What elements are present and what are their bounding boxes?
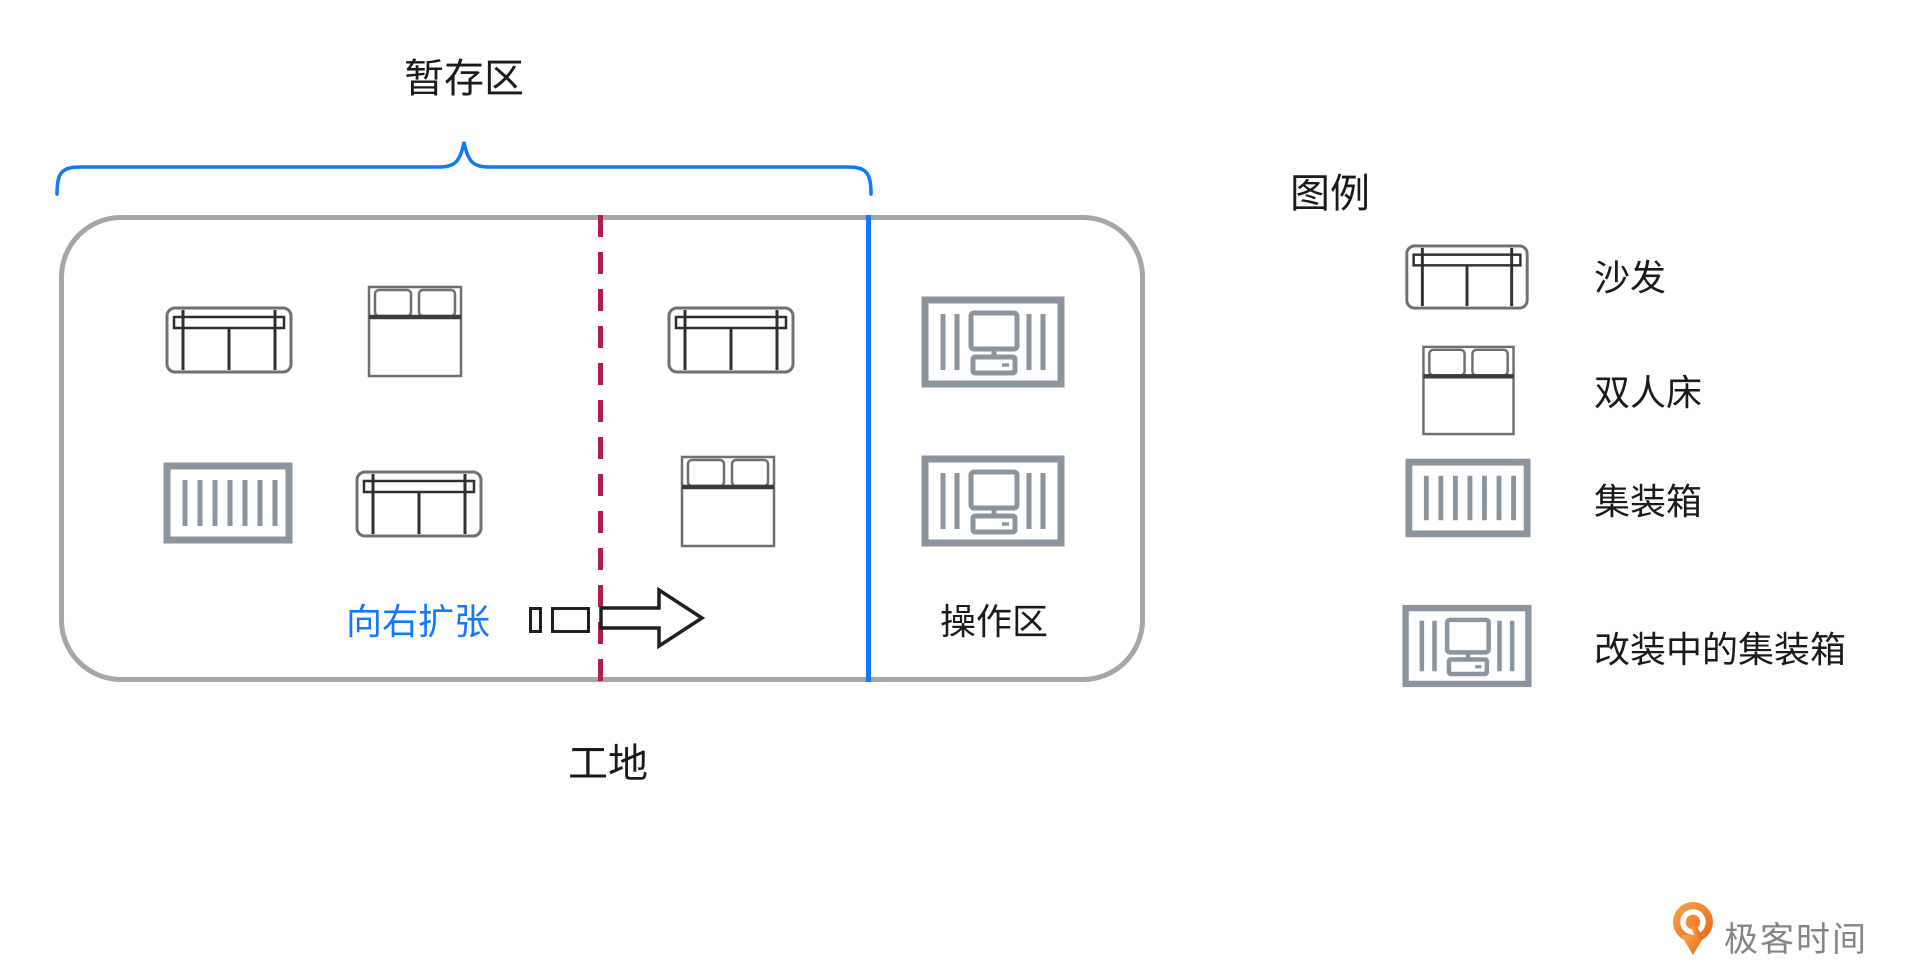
container-icon [1405,458,1531,538]
sofa-icon [355,470,483,538]
legend-item-label: 双人床 [1594,372,1703,413]
sofa-icon [1404,244,1530,310]
container-icon [163,462,293,544]
double-bed-icon [680,452,776,548]
expansion-divider-dashed-line [598,215,603,682]
operation-area-divider-line [866,215,871,682]
legend-title: 图例 [1290,172,1370,216]
double-bed-icon [1421,342,1516,436]
modified-container-icon [1402,600,1532,692]
geektime-logo-text: 极客时间 [1724,921,1868,959]
site-label: 工地 [568,742,648,786]
geektime-logo-icon [1673,902,1713,955]
expand-right-arrow-icon [598,585,706,651]
legend-item-label: 改装中的集装箱 [1594,629,1847,670]
modified-container-icon [921,455,1065,547]
sofa-icon [165,306,293,374]
modified-container-icon [921,296,1065,388]
sofa-icon [667,306,795,374]
expand-right-label: 向右扩张 [346,601,491,642]
legend-item-label: 集装箱 [1594,481,1703,522]
double-bed-icon [367,282,463,378]
operation-area-label: 操作区 [940,601,1049,642]
legend-item-label: 沙发 [1594,257,1667,298]
staging-area-label: 暂存区 [404,57,524,101]
expand-block-small [529,607,542,633]
expand-block-large [551,607,590,633]
staging-area-brace [55,141,873,196]
